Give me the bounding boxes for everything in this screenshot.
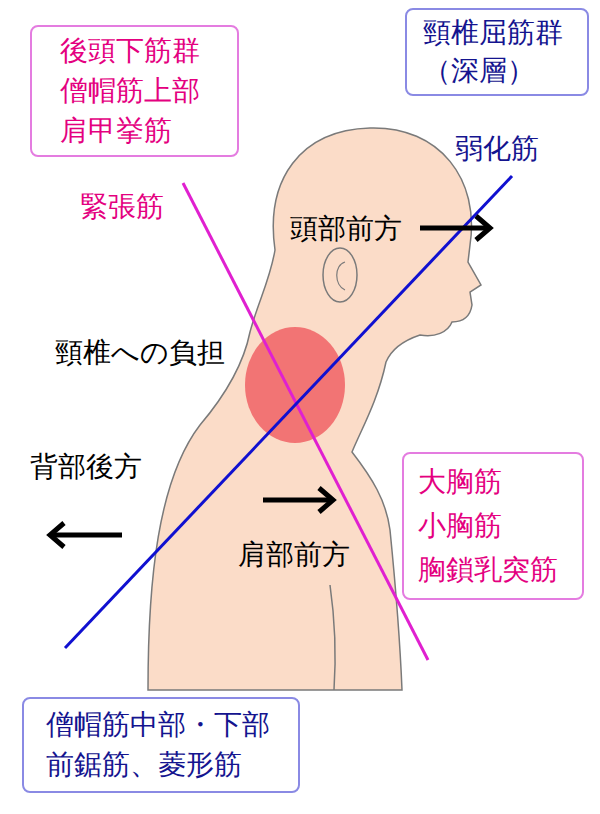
muscle-box: 後頭下筋群 僧帽筋上部 肩甲挙筋 — [30, 25, 239, 157]
muscle-box: 僧帽筋中部・下部 前鋸筋、菱形筋 — [22, 697, 300, 793]
arm-line — [330, 585, 335, 690]
cervical-load-label: 頸椎への負担 — [55, 336, 225, 370]
shoulder-forward-arrow — [263, 488, 333, 512]
shoulder-forward-label: 肩部前方 — [238, 538, 350, 572]
head-forward-label: 頭部前方 — [290, 212, 402, 246]
ear-inner — [337, 262, 345, 290]
body-silhouette — [148, 128, 481, 690]
head-forward-arrow — [420, 216, 490, 240]
muscle-box: 大胸筋 小胸筋 胸鎖乳突筋 — [402, 452, 584, 600]
muscle-box: 頸椎屈筋群 （深層） — [405, 8, 589, 96]
back-backward-label: 背部後方 — [30, 450, 142, 484]
muscle-list: 大胸筋 小胸筋 胸鎖乳突筋 — [418, 460, 568, 592]
ear — [323, 248, 357, 302]
muscle-list: 後頭下筋群 僧帽筋上部 肩甲挙筋 — [60, 31, 210, 151]
back-backward-arrow — [50, 523, 122, 547]
tense-muscle-label: 緊張筋 — [80, 190, 164, 224]
tense-muscle-line — [183, 183, 428, 660]
muscle-list: 僧帽筋中部・下部 前鋸筋、菱形筋 — [46, 705, 278, 785]
weak-muscle-label: 弱化筋 — [455, 132, 539, 166]
strain-area — [245, 327, 345, 443]
muscle-list: 頸椎屈筋群 （深層） — [423, 14, 573, 90]
